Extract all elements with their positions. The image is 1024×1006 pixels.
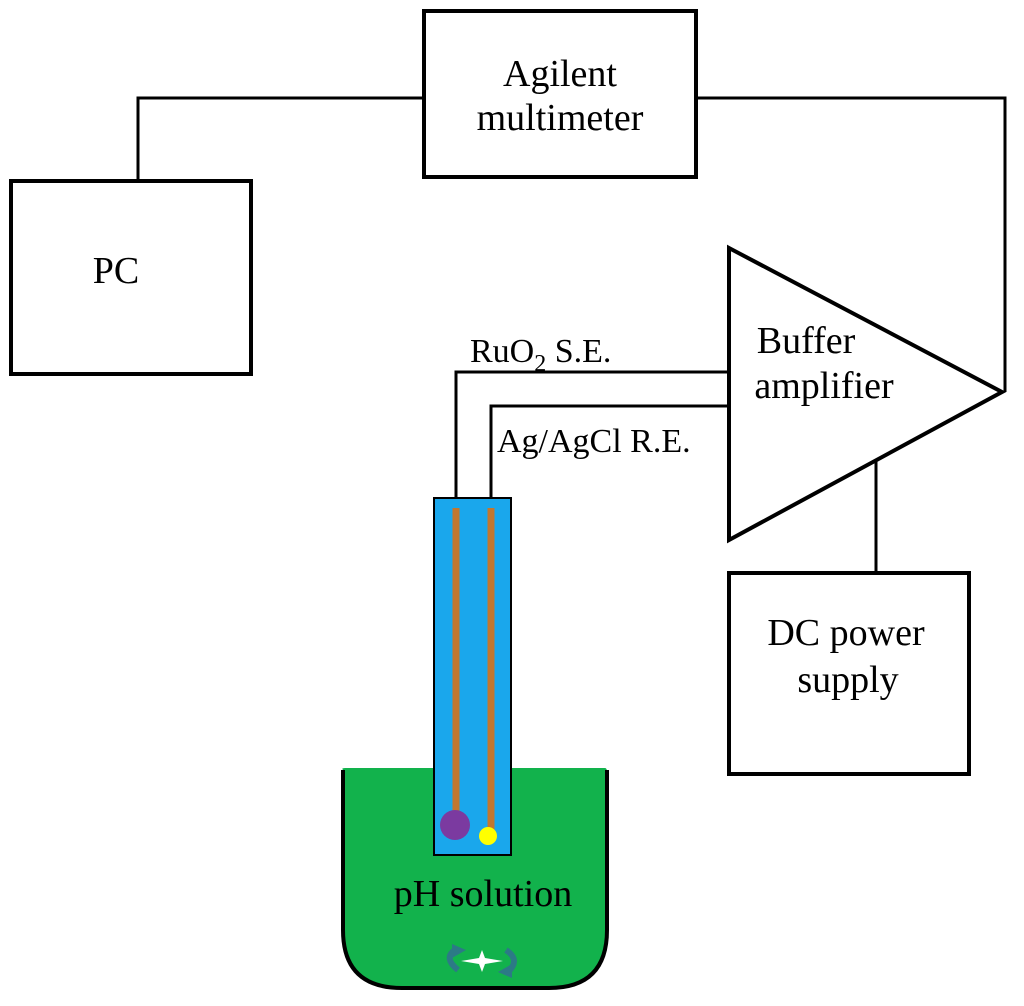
amplifier-block: Buffer amplifier: [727, 244, 1007, 544]
power-supply-box: [727, 571, 971, 776]
sensing-electrode-suffix: S.E.: [546, 333, 611, 370]
reference-electrode-tip: [479, 827, 497, 845]
wire-multimeter-to-amplifier-output: [696, 96, 1007, 392]
stirrer-arrowhead-left: [452, 944, 466, 958]
wire-pc-to-multimeter: [136, 96, 424, 182]
amplifier-label-line1: Buffer: [757, 320, 856, 362]
amplifier-label-line2: amplifier: [754, 365, 894, 407]
beaker: pH solution: [341, 768, 609, 990]
solution-label: pH solution: [394, 873, 572, 915]
wire-sensing-electrode: [454, 370, 729, 508]
multimeter-block: Agilent multimeter: [422, 9, 698, 179]
stirrer-icon: [446, 944, 517, 978]
wire-reference-electrode: [489, 404, 729, 508]
pc-block: PC: [9, 179, 253, 376]
beaker-outline: [341, 770, 609, 990]
power-supply-label-line2: supply: [797, 659, 898, 701]
power-supply-block: DC power supply: [727, 571, 971, 776]
pc-box: [9, 179, 253, 376]
stirrer-star: [461, 950, 503, 972]
wiring: [136, 96, 1007, 573]
sensing-electrode-subscript: 2: [534, 351, 546, 377]
power-supply-label-line1: DC power: [767, 612, 925, 654]
probe-body: [433, 497, 512, 856]
reference-electrode-label: Ag/AgCl R.E.: [497, 423, 691, 460]
sensing-electrode-prefix: RuO: [470, 333, 534, 370]
multimeter-label-line1: Agilent: [503, 53, 617, 95]
multimeter-box: [422, 9, 698, 179]
multimeter-label-line2: multimeter: [477, 97, 644, 139]
pc-label: PC: [93, 250, 139, 292]
sensing-electrode-tip: [440, 810, 470, 840]
stirrer-arrowhead-right: [498, 964, 512, 978]
amplifier-triangle: [727, 244, 1007, 544]
solution-fill: [342, 768, 607, 988]
sensing-electrode-label: RuO2 S.E.: [470, 333, 611, 377]
electrode-probe: [433, 497, 512, 856]
